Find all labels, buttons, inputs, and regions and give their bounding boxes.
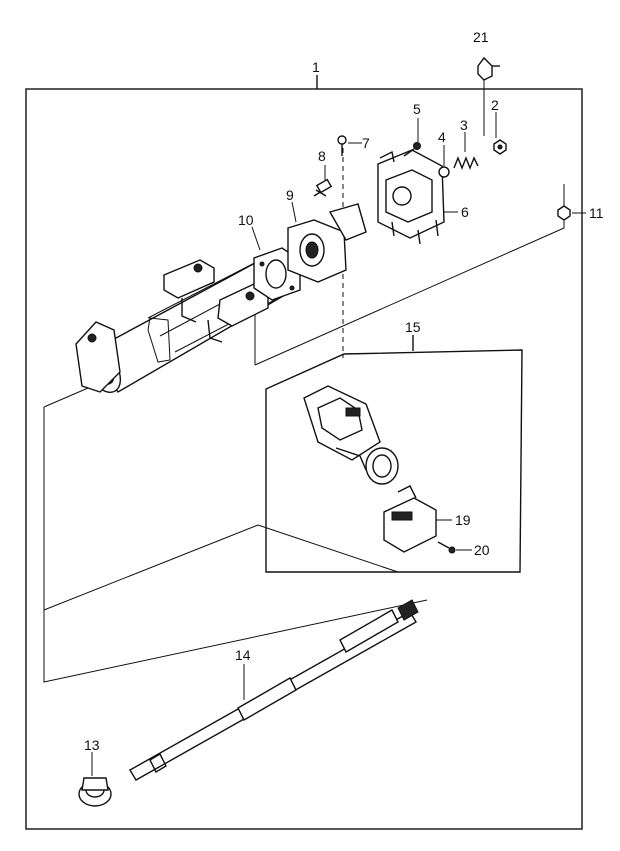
callout-20: 20 [474, 542, 490, 558]
part-19-switch [383, 485, 437, 553]
callout-13: 13 [84, 737, 100, 753]
part-4-washer [438, 166, 450, 178]
part-20-screw [448, 546, 456, 554]
part-21-clip [477, 56, 500, 136]
callout-10: 10 [238, 212, 254, 228]
callout-14: 14 [235, 647, 251, 663]
callout-7: 7 [362, 135, 370, 151]
upper-bracket [163, 259, 215, 323]
part-8-screw [313, 178, 333, 197]
part-15-lock-cylinder [303, 385, 399, 485]
callout-9: 9 [286, 187, 294, 203]
callout-6: 6 [461, 204, 469, 220]
callout-2: 2 [491, 97, 499, 113]
leader-10 [251, 226, 261, 251]
part-13-bearing [78, 777, 112, 807]
part-20-screw-shank [437, 541, 450, 549]
steering-column-tube [75, 254, 291, 393]
callout-5: 5 [413, 101, 421, 117]
callout-11: 11 [589, 205, 604, 221]
callout-1: 1 [312, 59, 320, 75]
callout-8: 8 [318, 148, 326, 164]
part-6-lock-housing [377, 149, 445, 245]
callout-3: 3 [460, 117, 468, 133]
part-11-nut [557, 205, 571, 221]
reference-lines-lower [43, 407, 428, 683]
callout-4: 4 [438, 129, 446, 145]
part-5-bolt [403, 142, 421, 157]
part-3-spring [453, 156, 479, 170]
leader-9 [291, 201, 297, 223]
callout-15: 15 [405, 319, 421, 335]
reference-lines-upper [254, 184, 565, 366]
part-2-nut [493, 139, 507, 155]
part-7-pin [337, 135, 347, 156]
reference-line-column [43, 384, 96, 408]
callout-19: 19 [455, 512, 471, 528]
subassembly-frame-15 [265, 349, 523, 573]
callout-21: 21 [473, 29, 489, 45]
part-14-steering-shaft [129, 599, 419, 781]
assembly-frame [25, 88, 583, 830]
part-9-housing [287, 203, 367, 283]
